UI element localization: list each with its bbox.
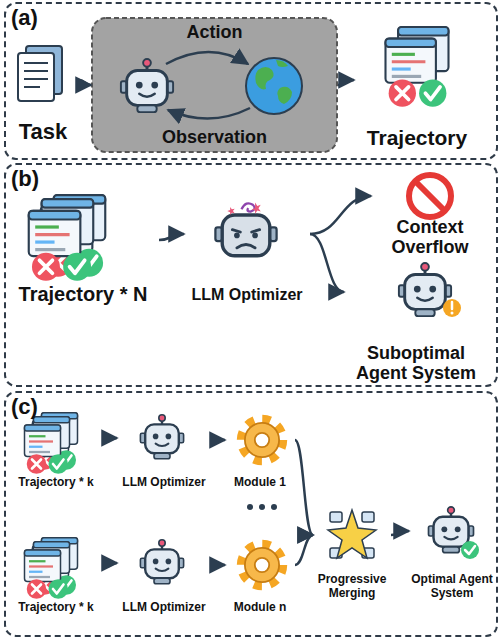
success-badge [461,541,479,559]
node-label: Suboptimal Agent System [345,343,487,384]
environment-box: ActionObservation [92,18,337,152]
node-label: LLM Optimizer [122,601,205,615]
trajectory-icon [25,542,70,599]
icon-part [18,53,54,101]
icon-part [461,541,479,559]
warning-badge [443,299,461,317]
icon-part [255,67,273,89]
gear-icon [241,544,282,585]
node-label: Trajectory * k [18,476,93,490]
node-label: Module 1 [234,476,286,490]
trajectory-icon [25,417,70,474]
merge-icon [328,510,376,558]
flow-arrow [105,563,117,567]
process-icon-box: Module n [226,533,294,615]
node-label: Optimal Agent System [410,573,494,601]
diagram-panel: (b) Trajectory * N LLM Optimizer Context Ov… [4,163,498,387]
node-label: Progressive Merging [314,573,390,601]
node-label: Observation [162,127,267,148]
node-label: Action [187,22,243,43]
process-icon-box: LLM Optimizer [118,410,210,490]
node-label: Trajectory [367,126,467,150]
prohibited-sign [409,175,451,217]
process-icon-box: Trajectory * N [8,190,158,306]
trajectory-icon [386,27,449,107]
flow-arrow [211,438,225,440]
panel-label: (a) [11,5,38,30]
node-label: LLM Optimizer [191,286,302,304]
flow-arrow [295,535,313,565]
ellipsis-dots [247,504,277,510]
flow-arrow [310,196,371,234]
icon-part [24,86,40,88]
agent-robot [121,59,173,112]
flow-arrow [338,80,354,85]
flow-arrow [295,440,313,535]
flow-arrow [79,80,91,85]
node-label: Module n [234,601,287,615]
icon-part [451,302,454,309]
process-icon-box: LLM Optimizer [118,535,210,615]
optimizer-robot [140,540,183,584]
gear-icon [241,419,282,460]
icon-part [465,546,475,554]
icon-part [259,504,265,510]
diagram-panel: (a)TaskActionObservationTrajectory [4,2,498,160]
icon-part [443,299,461,317]
icon-part [451,312,454,315]
diagram-panel: (c) Trajectory * k LLM Optimizer Module 1 Tr… [4,391,498,637]
trajectory-stack-icon [29,199,94,281]
process-icon-box: Optimal Agent System [410,503,494,601]
task-document-icon [18,46,62,101]
icon-part [330,512,342,522]
action-arc [166,52,248,64]
icon-part [24,70,48,72]
icon-part [271,504,277,510]
process-icon-box: Suboptimal Agent System [345,260,487,384]
flow-arrow [105,438,117,442]
flow-arrow [211,563,225,565]
environment-box [92,18,337,152]
icon-part [24,78,48,80]
process-icon-box: Trajectory * k [8,535,104,615]
icon-part [24,62,48,64]
icon-part [247,504,253,510]
process-icon-box: LLM Optimizer [185,200,309,304]
observation-arc [168,108,250,119]
optimizer-robot [140,415,183,459]
panel-label: (c) [11,394,38,419]
process-icon-box: Progressive Merging [314,505,390,601]
icon-part [246,58,302,114]
optimizer-robot [215,203,276,256]
icon-part [415,181,445,211]
icon-part [277,87,292,104]
icon-part [409,175,451,217]
icon-part [276,60,288,67]
flow-arrow [159,234,184,240]
icon-part [328,510,376,558]
world-globe [246,58,302,114]
process-icon-box: Module 1 [226,408,294,490]
flow-arrow [310,234,344,292]
icon-part [362,512,374,522]
process-icon-box: Context Overflow [372,168,488,258]
flow-arrow [391,531,409,535]
node-label: LLM Optimizer [122,476,205,490]
process-icon-box: Task [8,40,78,144]
node-label: Trajectory * k [18,601,93,615]
node-label: Trajectory * N [19,283,148,306]
process-icon-box: Trajectory [355,22,479,150]
node-label: Context Overflow [372,217,488,258]
panel-label: (b) [11,166,39,191]
process-icon-box: Trajectory * k [8,410,104,490]
node-label: Task [19,119,68,144]
